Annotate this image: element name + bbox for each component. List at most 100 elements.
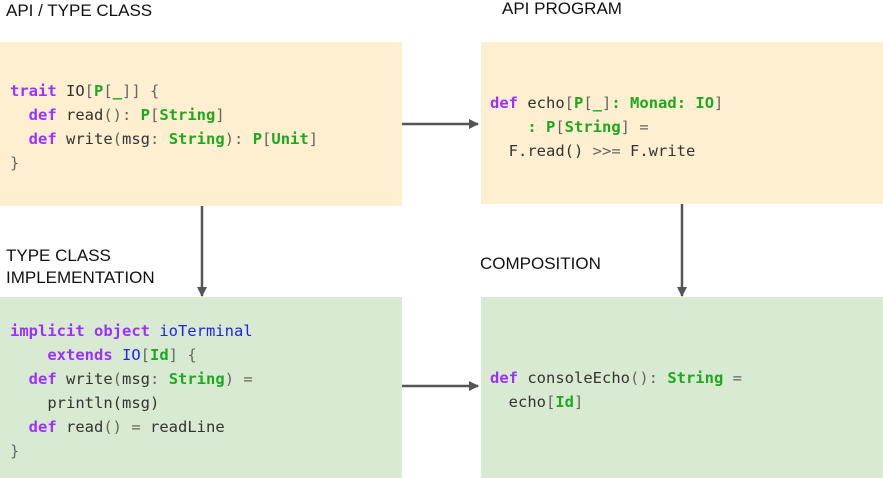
- code-token: def: [28, 106, 66, 124]
- api-type-class-code: trait IO[P[_]] { def read(): P[String] d…: [10, 79, 318, 175]
- code-token: String: [564, 118, 621, 136]
- code-token: _: [112, 82, 123, 100]
- code-token: echo: [527, 94, 565, 112]
- code-token: msg: [122, 370, 151, 388]
- code-token: P: [252, 130, 263, 148]
- code-token: String: [168, 130, 225, 148]
- code-token: :: [150, 130, 169, 148]
- code-token: def: [28, 418, 66, 436]
- code-line: def read(): P[String]: [10, 103, 318, 127]
- code-token: () =: [103, 418, 150, 436]
- code-token: [: [546, 393, 556, 411]
- code-token: : Monad: IO: [611, 94, 715, 112]
- title-line-implementation: IMPLEMENTATION: [6, 268, 155, 287]
- code-token: String: [159, 106, 216, 124]
- type-class-implementation-title: TYPE CLASS IMPLEMENTATION: [6, 245, 155, 289]
- code-token: IO: [66, 82, 85, 100]
- code-token: write: [66, 130, 113, 148]
- code-token: [: [150, 106, 160, 124]
- code-line: }: [10, 439, 253, 463]
- code-token: }: [10, 154, 20, 172]
- code-token: ():: [103, 106, 141, 124]
- code-line: F.read() >>= F.write: [490, 139, 723, 163]
- api-program-title: API PROGRAM: [502, 0, 622, 18]
- composition-code: def consoleEcho(): String = echo[Id]: [490, 366, 742, 414]
- composition-box: [481, 297, 883, 478]
- api-program-code: def echo[P[_]: Monad: IO] : P[String] = …: [490, 91, 723, 163]
- code-token: readLine: [150, 418, 225, 436]
- implementation-code: implicit object ioTerminal extends IO[Id…: [10, 319, 253, 463]
- code-token: read: [66, 418, 104, 436]
- composition-title: COMPOSITION: [480, 254, 601, 273]
- code-token: P: [94, 82, 104, 100]
- code-token: F.read(): [490, 142, 593, 160]
- code-token: [: [564, 94, 574, 112]
- code-token: : P: [527, 118, 556, 136]
- code-token: ) =: [224, 370, 253, 388]
- code-token: P: [140, 106, 150, 124]
- code-token: consoleEcho: [527, 369, 630, 387]
- code-token: ]: [602, 94, 612, 112]
- code-line: println(msg): [10, 391, 253, 415]
- code-line: extends IO[Id] {: [10, 343, 253, 367]
- code-token: echo: [490, 393, 546, 411]
- code-token: ):: [224, 130, 253, 148]
- code-token: def: [28, 130, 66, 148]
- code-token: [: [262, 130, 272, 148]
- code-token: [: [140, 346, 150, 364]
- code-line: }: [10, 151, 318, 175]
- code-token: write: [66, 370, 113, 388]
- code-token: ]: [215, 106, 225, 124]
- code-token: Unit: [271, 130, 309, 148]
- code-token: def: [28, 370, 66, 388]
- code-line: def consoleEcho(): String =: [490, 366, 742, 390]
- api-type-class-box: [0, 42, 402, 206]
- code-line: def write(msg: String): P[Unit]: [10, 127, 318, 151]
- code-line: implicit object ioTerminal: [10, 319, 253, 343]
- code-token: ():: [629, 369, 668, 387]
- code-token: _: [592, 94, 603, 112]
- code-token: ] =: [620, 118, 649, 136]
- code-token: String: [667, 369, 724, 387]
- code-token: [: [555, 118, 565, 136]
- code-line: echo[Id]: [490, 390, 742, 414]
- code-token: read: [66, 106, 104, 124]
- code-line: : P[String] =: [490, 115, 723, 139]
- code-token: ] {: [168, 346, 197, 364]
- code-token: (: [112, 370, 123, 388]
- code-token: ]: [574, 393, 584, 411]
- code-token: [: [84, 82, 95, 100]
- code-line: def read() = readLine: [10, 415, 253, 439]
- code-token: Id: [555, 393, 575, 411]
- code-token: trait: [10, 82, 66, 100]
- code-token: ]: [308, 130, 319, 148]
- code-token: String: [168, 370, 225, 388]
- code-token: >>=: [592, 142, 621, 160]
- code-token: (: [112, 130, 123, 148]
- implementation-box: [0, 297, 402, 478]
- code-token: extends: [47, 346, 122, 364]
- title-line-type-class: TYPE CLASS: [6, 246, 111, 265]
- code-line: def write(msg: String) =: [10, 367, 253, 391]
- code-line: trait IO[P[_]] {: [10, 79, 318, 103]
- code-token: implicit object: [10, 322, 160, 340]
- code-token: ioTerminal: [159, 322, 253, 340]
- api-type-class-title: API / TYPE CLASS: [6, 1, 153, 20]
- code-token: ]: [714, 94, 724, 112]
- code-line: def echo[P[_]: Monad: IO]: [490, 91, 723, 115]
- code-token: }: [10, 442, 20, 460]
- code-token: def: [490, 94, 528, 112]
- code-token: :: [150, 370, 169, 388]
- code-token: def: [490, 369, 528, 387]
- code-token: Id: [150, 346, 169, 364]
- code-token: P: [574, 94, 584, 112]
- code-token: println(msg): [10, 394, 160, 412]
- code-token: [: [583, 94, 593, 112]
- code-token: msg: [122, 130, 151, 148]
- code-token: =: [723, 369, 742, 387]
- code-token: [: [103, 82, 113, 100]
- code-token: F.write: [620, 142, 696, 160]
- code-token: ]] {: [122, 82, 160, 100]
- code-token: IO: [121, 346, 141, 364]
